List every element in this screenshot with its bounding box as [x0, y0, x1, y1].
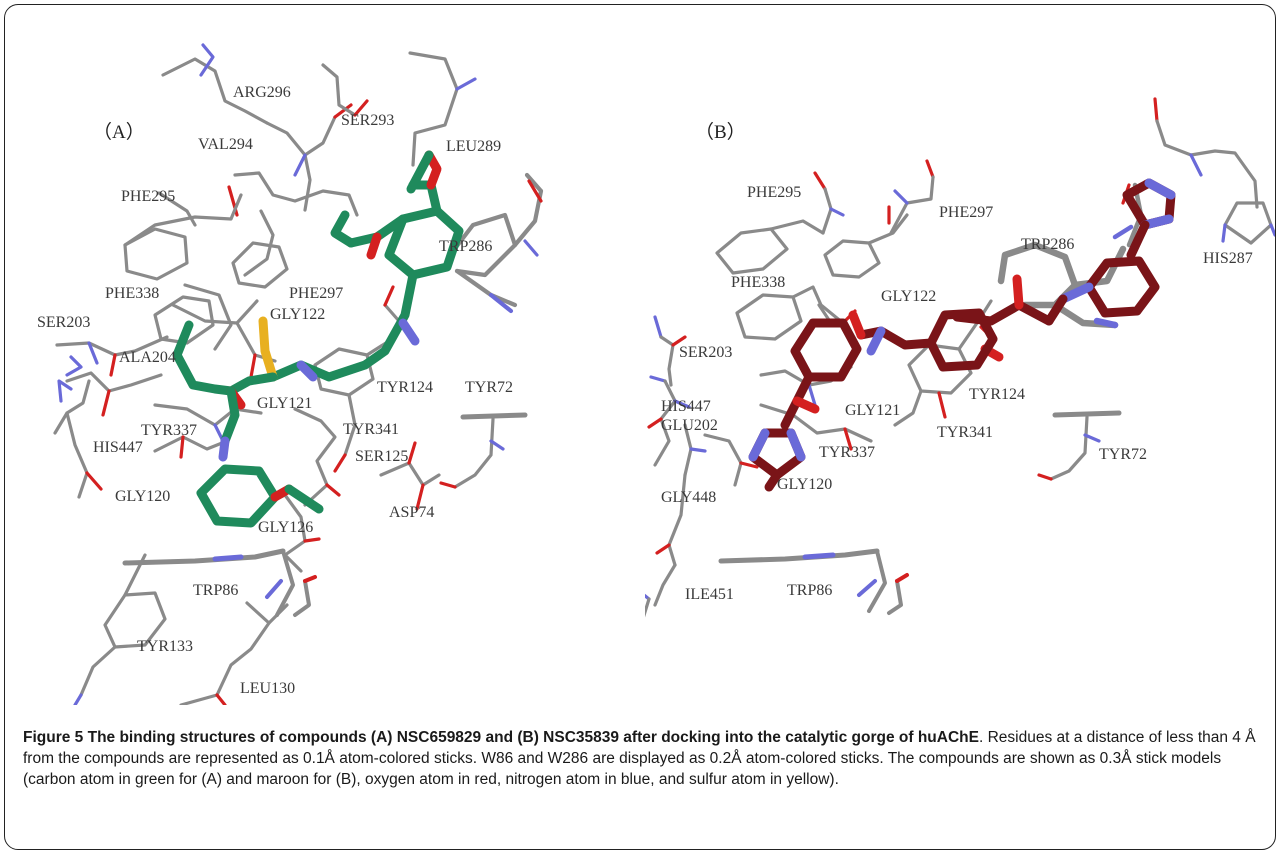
panel-b-residue-label: SER203 — [679, 344, 732, 361]
panel-b-residue-label: GLU202 — [661, 417, 718, 434]
panel-b-residue-label: TYR124 — [969, 386, 1025, 403]
panel-a-residue-label: HIS447 — [93, 439, 143, 456]
panel-b-residue-sticks — [645, 97, 1275, 618]
panel-a-residue-label: PHE295 — [121, 188, 175, 205]
panel-b-residue-label: TYR341 — [937, 424, 993, 441]
panel-b-residue-label: HIS447 — [661, 398, 711, 415]
panel-b-tag: （B） — [695, 121, 746, 143]
panel-a-residue-label: VAL294 — [198, 136, 253, 153]
panel-a-residue-label: TYR337 — [141, 422, 197, 439]
panel-b-residue-label: GLY448 — [661, 489, 716, 506]
panel-b-residue-label: GLY121 — [845, 402, 900, 419]
panel-a-labels: （A） ARG296 SER293 VAL294 LEU289 PHE295 T… — [37, 84, 513, 697]
panel-b-residue-label: PHE295 — [747, 184, 801, 201]
panel-b-residue-label: TRP86 — [787, 582, 832, 599]
panel-b-residue-label: GLY122 — [881, 288, 936, 305]
panel-b-residue-label: TYR72 — [1099, 446, 1147, 463]
panel-a-residue-label: TYR72 — [465, 379, 513, 396]
panel-a-residue-label: SER203 — [37, 314, 90, 331]
panel-b-residue-label: GLY120 — [777, 476, 832, 493]
panel-a-residue-label: TYR133 — [137, 638, 193, 655]
panel-a-residue-label: TYR341 — [343, 421, 399, 438]
panel-a-residue-label: TRP86 — [193, 582, 238, 599]
figure-frame: （A） ARG296 SER293 VAL294 LEU289 PHE295 T… — [4, 4, 1276, 850]
panel-b-residue-label: TYR337 — [819, 444, 875, 461]
panel-b-residue-label: PHE297 — [939, 204, 993, 221]
panel-a-residue-label: PHE338 — [105, 285, 159, 302]
panel-a-residue-label: ALA204 — [119, 349, 176, 366]
panel-a-ligand — [172, 150, 464, 528]
panel-a-residue-label: GLY122 — [270, 306, 325, 323]
panel-a-residue-label: PHE297 — [289, 285, 343, 302]
panel-a-residue-label: TRP286 — [439, 238, 492, 255]
caption-body: Residues at a distance of less than 4 Å … — [23, 729, 1256, 788]
panel-b-structure: （B） PHE295 PHE297 TRP286 HIS287 PHE338 G… — [645, 97, 1275, 618]
panel-a-residue-label: LEU130 — [240, 680, 295, 697]
panel-a-structure: （A） ARG296 SER293 VAL294 LEU289 PHE295 T… — [37, 43, 544, 705]
panel-b-residue-label: HIS287 — [1203, 250, 1253, 267]
panel-a-residue-label: ARG296 — [233, 84, 291, 101]
panel-b-labels: （B） PHE295 PHE297 TRP286 HIS287 PHE338 G… — [661, 121, 1253, 603]
caption-title-end: . — [978, 729, 984, 746]
panel-a-residue-label: SER125 — [355, 448, 408, 465]
panel-a-residue-label: GLY126 — [258, 519, 313, 536]
panel-a-residue-label: LEU289 — [446, 138, 501, 155]
panel-a-residue-label: GLY121 — [257, 395, 312, 412]
panel-a-tag: （A） — [93, 121, 145, 143]
figure-caption: Figure 5 The binding structures of compo… — [23, 727, 1259, 790]
panel-b-residue-label: TRP286 — [1021, 236, 1074, 253]
panel-b-ligand — [748, 178, 1176, 492]
panel-a-residue-label: TYR124 — [377, 379, 433, 396]
panel-a-residue-label: GLY120 — [115, 488, 170, 505]
panel-b-residue-label: PHE338 — [731, 274, 785, 291]
panel-a-residue-label: SER293 — [341, 112, 394, 129]
panel-a-residue-label: ASP74 — [389, 504, 434, 521]
panel-b: （B） PHE295 PHE297 TRP286 HIS287 PHE338 G… — [645, 5, 1275, 705]
panel-a: （A） ARG296 SER293 VAL294 LEU289 PHE295 T… — [5, 5, 645, 705]
panel-b-residue-label: ILE451 — [685, 586, 734, 603]
caption-title: Figure 5 The binding structures of compo… — [23, 729, 979, 746]
